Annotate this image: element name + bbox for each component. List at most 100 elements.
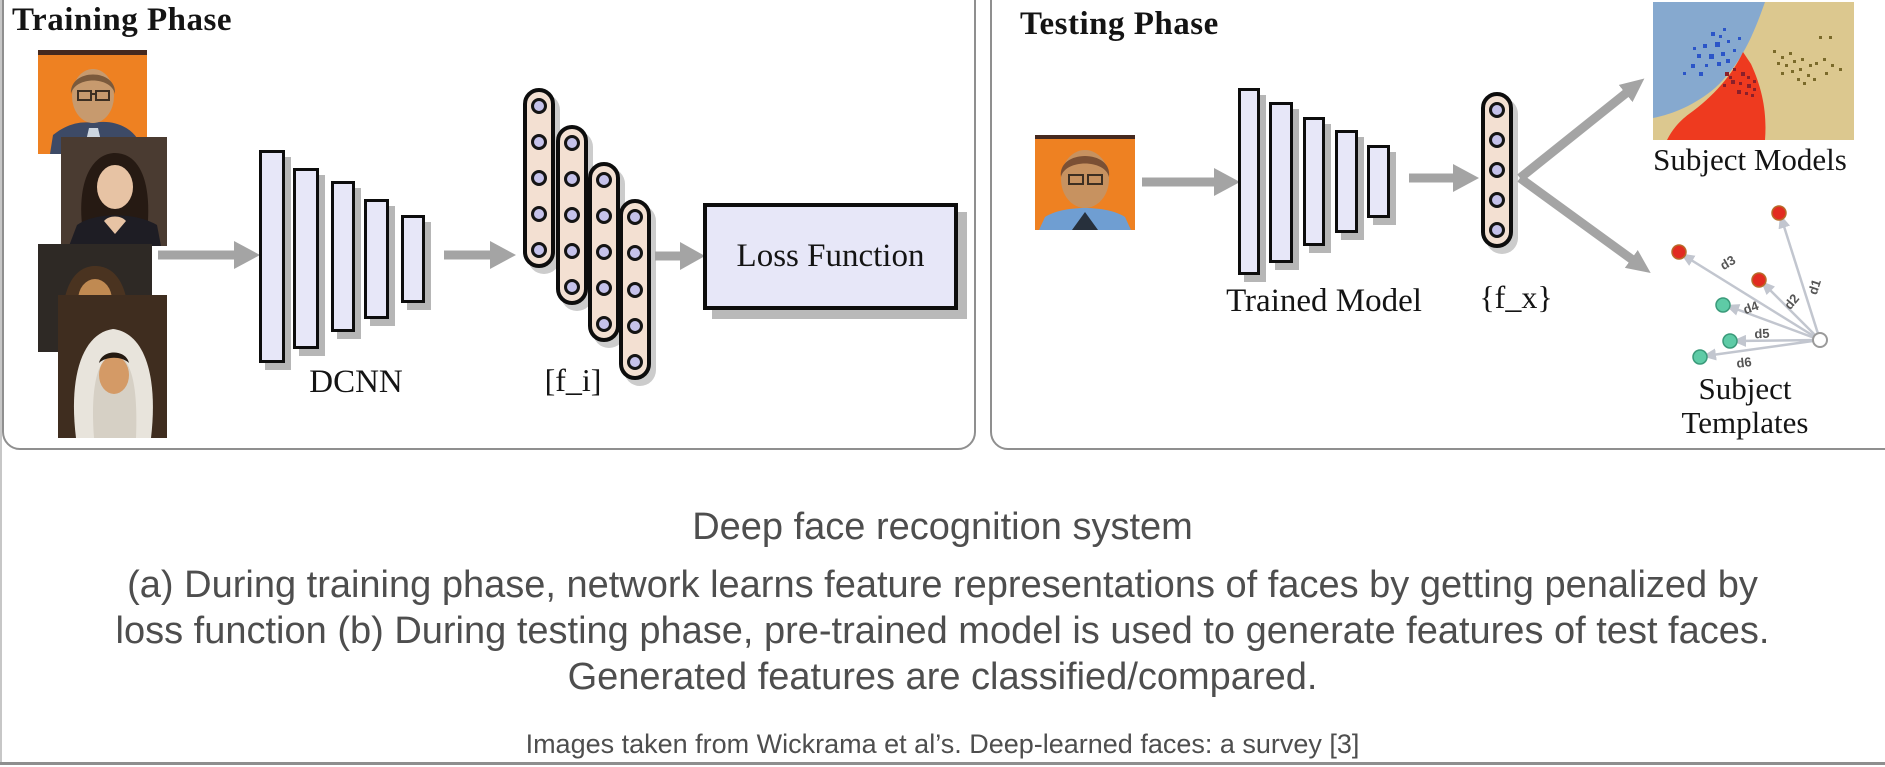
distance-arrow-d2 [1760, 280, 1821, 341]
feature-node [1489, 192, 1505, 208]
decision-boundary-illustration [1653, 2, 1854, 140]
template-points [1671, 205, 1828, 365]
feature-node [596, 172, 612, 188]
dcnn-layer-bar [259, 150, 285, 363]
feature-node [531, 170, 547, 186]
feature-node [627, 209, 643, 225]
subject-models-plot [1653, 2, 1854, 145]
feature-node [1489, 222, 1505, 238]
subject-templates-line2: Templates [1681, 405, 1809, 440]
subject-templates-line1: Subject [1698, 371, 1792, 406]
subject-templates-plot: d1 d2 d3 d4 d5 d6 [1635, 190, 1885, 385]
distance-label-d4: d4 [1741, 298, 1761, 318]
distance-label-d3: d3 [1717, 252, 1738, 273]
fx-capsule [1481, 92, 1513, 248]
distance-arrow-d6 [1702, 338, 1821, 361]
dcnn-layer-bar [293, 168, 319, 349]
trained-model-bar [1269, 102, 1293, 263]
training-face-4 [58, 295, 167, 438]
feature-capsule [619, 199, 651, 380]
feature-node [564, 171, 580, 187]
dcnn-layer-bar [364, 199, 389, 319]
subject-templates-label: Subject Templates [1645, 372, 1845, 440]
trained-model-bar [1335, 130, 1358, 233]
feature-node [596, 316, 612, 332]
slide-bottom-border [0, 762, 1885, 765]
template-point-red [1771, 205, 1787, 221]
feature-capsule [523, 88, 555, 268]
feature-node [564, 135, 580, 151]
caption-title: Deep face recognition system [692, 506, 1193, 548]
feature-node [627, 317, 643, 334]
feature-node [1489, 102, 1505, 118]
feature-node [627, 281, 643, 298]
feature-node [627, 245, 643, 262]
feature-node [531, 134, 547, 150]
template-point-green [1692, 349, 1708, 365]
distance-label-d5: d5 [1754, 326, 1770, 342]
template-point-green [1722, 333, 1738, 349]
class3-points [1773, 36, 1842, 85]
arrow-face-to-model [1142, 168, 1240, 196]
class1-points [1683, 28, 1741, 76]
caption-body: (a) During training phase, network learn… [0, 562, 1885, 700]
face-illustration [58, 295, 167, 438]
feature-node [531, 206, 547, 222]
distance-label-d2: d2 [1781, 291, 1802, 312]
distance-arrow-d3 [1680, 253, 1821, 342]
template-distances-illustration: d1 d2 d3 d4 d5 d6 [1671, 205, 1828, 371]
feature-capsule [588, 162, 620, 342]
distance-arrow-d1 [1778, 214, 1822, 341]
template-point-red [1751, 272, 1767, 288]
feature-node [596, 280, 612, 296]
fx-label: {f_x} [1479, 279, 1553, 315]
probe-point [1812, 332, 1828, 348]
feature-node [1489, 162, 1505, 178]
feature-capsule [556, 125, 588, 305]
class2-points [1723, 68, 1756, 97]
feature-node [627, 354, 643, 370]
feature-node [1489, 132, 1505, 148]
feature-node [596, 208, 612, 224]
distance-label-d6: d6 [1735, 354, 1752, 371]
test-face [1035, 135, 1135, 230]
dcnn-layer-bar [331, 181, 355, 332]
dcnn-layer-bar [401, 215, 425, 303]
subject-models-label: Subject Models [1653, 142, 1847, 177]
feature-node [531, 98, 547, 114]
slide-left-border [0, 0, 2, 762]
trained-model-bar [1238, 88, 1260, 275]
dcnn-label: DCNN [309, 364, 403, 400]
credit-line: Images taken from Wickrama et al’s. Deep… [525, 729, 1360, 759]
feature-node [564, 279, 580, 295]
testing-title: Testing Phase [1020, 6, 1219, 42]
distance-label-d1: d1 [1805, 277, 1824, 296]
trained-model-bar [1303, 117, 1325, 246]
fan-arrows [1517, 78, 1651, 274]
arrow-faces-to-dcnn [158, 241, 260, 269]
distance-arrows [1680, 214, 1822, 361]
feature-node [564, 207, 580, 223]
trained-model-bar [1367, 145, 1390, 218]
loss-function-label: Loss Function [736, 238, 925, 274]
loss-function-box: Loss Function [703, 203, 958, 310]
distance-arrow-d5 [1732, 334, 1821, 347]
caption-line-c: Generated features are classified/compar… [567, 656, 1318, 698]
feature-node [596, 244, 612, 260]
feature-node [564, 243, 580, 259]
feature-node [531, 242, 547, 258]
training-features-label: [f_i] [544, 362, 602, 398]
template-point-red [1671, 244, 1687, 260]
arrow-dcnn-to-features [444, 241, 516, 269]
face-illustration [61, 137, 167, 246]
caption-line-b: loss function (b) During testing phase, … [115, 610, 1770, 652]
template-point-green [1715, 297, 1731, 313]
arrow-features-to-loss [655, 242, 705, 270]
training-title: Training Phase [12, 2, 233, 38]
arrow-model-to-features [1409, 164, 1479, 192]
trained-model-label: Trained Model [1226, 283, 1422, 319]
face-illustration [1035, 135, 1135, 230]
arrow-to-subject-models [1517, 78, 1645, 182]
distance-labels: d1 d2 d3 d4 d5 d6 [1717, 252, 1824, 371]
